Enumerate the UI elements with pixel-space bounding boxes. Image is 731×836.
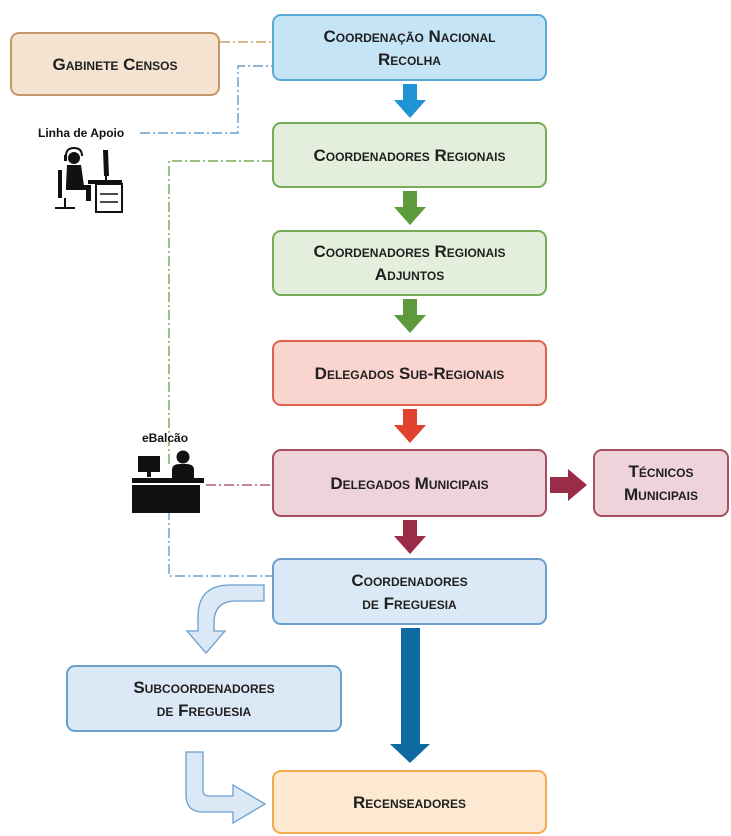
tecnicos-municipais-box: Técnicos Municipais (593, 449, 729, 517)
linha-apoio-label: Linha de Apoio (38, 126, 125, 140)
ebalcao-label: eBalcão (142, 431, 189, 445)
bent-arrow-to-subcoordenadores (185, 584, 265, 654)
arrow-down-green-1 (394, 191, 426, 225)
coordenadores-regionais-box: Coordenadores Regionais (272, 122, 547, 188)
coordenadores-freguesia-label: Coordenadores de Freguesia (351, 570, 468, 613)
bent-arrow-to-recenseadores (185, 751, 267, 825)
arrow-down-maroon (394, 520, 426, 554)
delegados-sub-regionais-box: Delegados Sub-Regionais (272, 340, 547, 406)
subcoordenadores-freguesia-label: Subcoordenadores de Freguesia (133, 677, 275, 720)
freguesia-ebalcao-connector (168, 510, 272, 577)
coordenacao-nacional-box: Coordenação Nacional Recolha (272, 14, 547, 81)
linha-apoio-connector (140, 65, 272, 134)
arrow-down-green-2 (394, 299, 426, 333)
recenseadores-label: Recenseadores (353, 792, 466, 812)
arrow-down-blue (394, 84, 426, 118)
coordenadores-regionais-adjuntos-label: Coordenadores Regionais Adjuntos (313, 242, 506, 284)
recenseadores-box: Recenseadores (272, 770, 547, 834)
service-counter-icon (132, 450, 204, 513)
arrow-down-red (394, 409, 426, 443)
coordenadores-regionais-adjuntos-box: Coordenadores Regionais Adjuntos (272, 230, 547, 296)
subcoordenadores-freguesia-box: Subcoordenadores de Freguesia (66, 665, 342, 732)
arrow-down-darkblue (390, 628, 430, 763)
coordenadores-regionais-label: Coordenadores Regionais (313, 145, 506, 165)
call-center-operator-icon (55, 146, 123, 213)
gabinete-censos-label: Gabinete Censos (52, 54, 178, 74)
arrow-right-maroon (550, 469, 587, 501)
gabinete-censos-box: Gabinete Censos (10, 32, 220, 96)
coordenacao-nacional-label: Coordenação Nacional Recolha (323, 26, 496, 69)
delegados-sub-regionais-label: Delegados Sub-Regionais (314, 363, 505, 383)
tecnicos-municipais-label: Técnicos Municipais (624, 462, 698, 504)
coordenadores-freguesia-box: Coordenadores de Freguesia (272, 558, 547, 625)
delegados-municipais-label: Delegados Municipais (330, 473, 489, 493)
delegados-municipais-box: Delegados Municipais (272, 449, 547, 517)
regionais-ebalcao-connector (168, 160, 272, 466)
